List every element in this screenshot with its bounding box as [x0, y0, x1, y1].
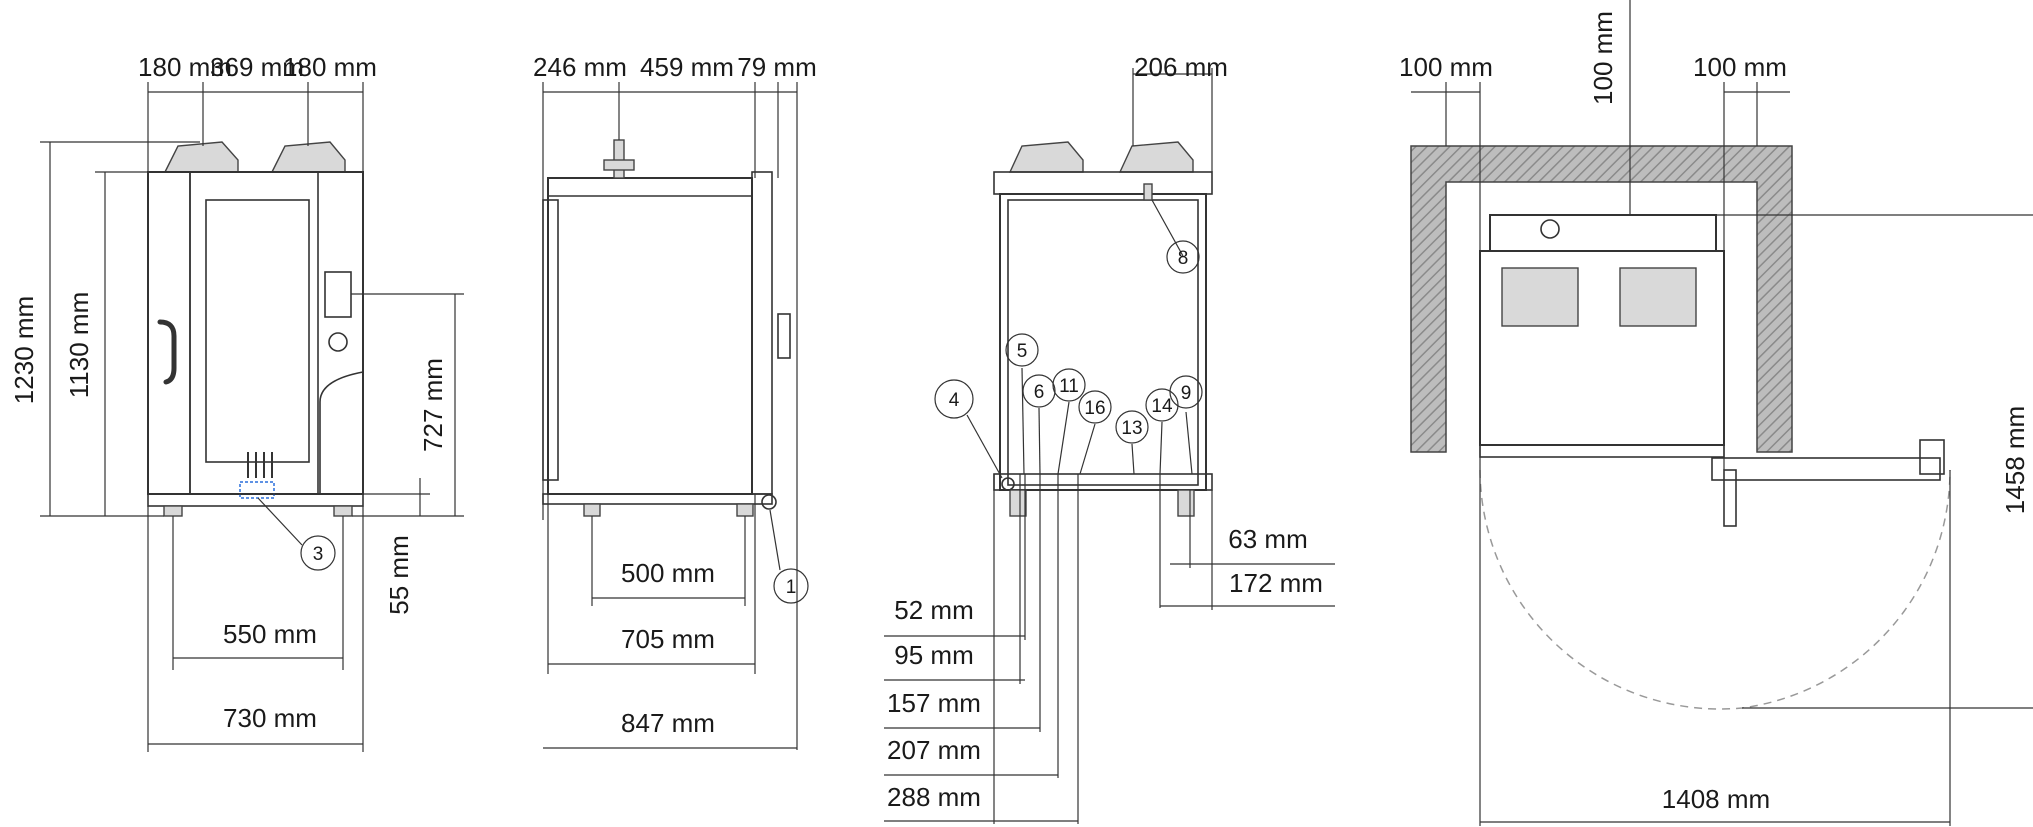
back-hood-left [1008, 141, 1084, 173]
front-dim-panel-height: 727 mm [418, 358, 448, 452]
front-panel-curve [319, 371, 364, 494]
front-dim-top-left: 180 mm [138, 52, 232, 82]
front-door-handle [157, 319, 177, 385]
front-connection-box [239, 481, 275, 499]
plan-dim-depth-total: 1458 mm [2000, 406, 2030, 514]
front-base-plate [147, 493, 364, 507]
front-callout-3: 3 [313, 544, 324, 565]
front-dim-feet-span: 550 mm [223, 619, 317, 649]
back-dim-left-5: 288 mm [887, 782, 981, 812]
front-hood-left [163, 141, 239, 173]
front-dim-width: 730 mm [223, 703, 317, 733]
front-dim-body-height: 1130 mm [64, 292, 94, 398]
back-callout-6: 6 [1022, 374, 1056, 408]
back-hood-right [1118, 141, 1194, 173]
side-foot-front [736, 503, 754, 517]
svg-text:5: 5 [1017, 341, 1028, 362]
back-callout-8: 8 [1166, 240, 1200, 274]
side-flue-pipe [613, 139, 625, 179]
back-callout-14: 14 [1145, 388, 1179, 422]
back-callout-4: 4 [934, 379, 974, 419]
svg-text:9: 9 [1181, 383, 1192, 404]
side-dim-depth: 847 mm [621, 708, 715, 738]
svg-text:16: 16 [1084, 398, 1105, 419]
back-foot-right [1177, 489, 1195, 517]
plan-dim-width-total: 1408 mm [1662, 784, 1770, 814]
side-flue-cap [603, 159, 635, 171]
front-callout-3-circle [300, 535, 336, 571]
side-handle [777, 313, 791, 359]
side-dim-top-b: 459 mm [640, 52, 734, 82]
side-dim-top-c: 79 mm [737, 52, 816, 82]
back-dim-left-1: 52 mm [894, 595, 973, 625]
svg-text:11: 11 [1059, 376, 1079, 397]
front-dim-top-mid: 369 mm [210, 52, 304, 82]
front-view: 180 mm 369 mm 180 mm 1230 mm 1130 mm 727… [9, 52, 464, 752]
back-callout-5: 5 [1005, 333, 1039, 367]
front-dim-top-right: 180 mm [283, 52, 377, 82]
plan-door-swing [1479, 469, 1951, 710]
front-dim-total-height: 1230 mm [9, 296, 39, 404]
svg-text:13: 13 [1121, 418, 1142, 439]
back-dim-left-4: 207 mm [887, 735, 981, 765]
back-view: 206 mm 63 mm 172 mm 52 mm 95 mm 157 [884, 52, 1335, 824]
front-oven-body [147, 171, 364, 495]
back-drain-fitting [1001, 477, 1015, 491]
svg-text:6: 6 [1034, 382, 1045, 403]
plan-hinge-arm [1723, 469, 1737, 527]
plan-door-strip [1479, 444, 1725, 458]
side-front-panel [751, 171, 773, 495]
back-oven-body [999, 193, 1207, 491]
back-callout-11: 11 [1052, 368, 1086, 402]
side-view: 246 mm 459 mm 79 mm 500 mm 705 mm 847 mm… [533, 52, 817, 750]
side-base [542, 493, 773, 505]
side-dim-feet-span: 500 mm [621, 558, 715, 588]
back-foot-left [1009, 489, 1027, 517]
back-callout-16: 16 [1078, 390, 1112, 424]
svg-text:14: 14 [1151, 396, 1173, 417]
back-flue-stub [1143, 183, 1153, 201]
back-dim-right-a: 63 mm [1228, 524, 1307, 554]
plan-view: 100 mm 100 mm 100 mm 1458 mm 1408 mm [1399, 0, 2033, 826]
back-dim-left-2: 95 mm [894, 640, 973, 670]
side-dim-mid-width: 705 mm [621, 624, 715, 654]
plan-dim-left-clear: 100 mm [1399, 52, 1493, 82]
side-callout-1-circle [773, 568, 809, 604]
back-callout-13: 13 [1115, 410, 1149, 444]
plan-oven-top [1489, 214, 1717, 252]
plan-hood-left [1501, 267, 1579, 327]
back-dim-left-3: 157 mm [887, 688, 981, 718]
back-callout-9: 9 [1169, 375, 1203, 409]
back-top-plate [993, 171, 1213, 195]
front-door-window [205, 199, 310, 463]
front-control-knob [328, 332, 348, 352]
svg-text:4: 4 [949, 390, 960, 411]
side-callout-1: 1 [786, 577, 797, 598]
side-oven-body [547, 177, 753, 495]
plan-hood-right [1619, 267, 1697, 327]
front-dim-feet-height: 55 mm [384, 535, 414, 614]
plan-dim-top-clear: 100 mm [1588, 11, 1618, 105]
svg-text:8: 8 [1178, 248, 1189, 269]
plan-side-rail [1711, 457, 1941, 481]
front-hood-right [270, 141, 346, 173]
plan-handle [1919, 439, 1945, 475]
plan-wall [1410, 145, 1793, 453]
front-foot-right [333, 505, 353, 517]
front-vent-icon [247, 452, 273, 478]
side-drain-connection [761, 494, 777, 510]
plan-dim-right-clear: 100 mm [1693, 52, 1787, 82]
back-dim-top: 206 mm [1134, 52, 1228, 82]
front-foot-left [163, 505, 183, 517]
side-foot-rear [583, 503, 601, 517]
back-dim-right-b: 172 mm [1229, 568, 1323, 598]
side-dim-top-a: 246 mm [533, 52, 627, 82]
